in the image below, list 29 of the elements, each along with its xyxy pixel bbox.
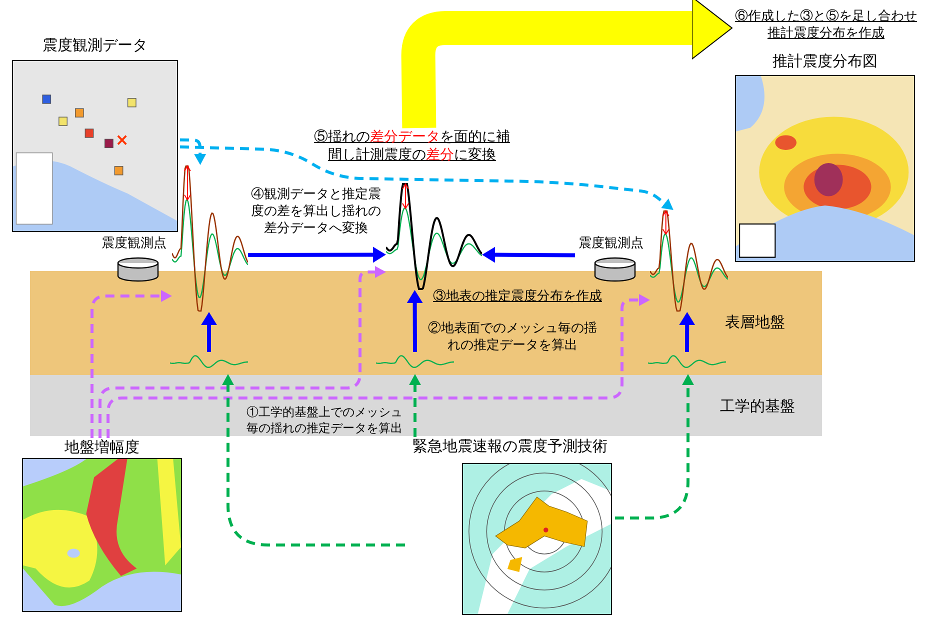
station-label: 震度観測点 [578,236,644,252]
step-text: ②地表面でのメッシュ毎の揺れの推定データを算出 [425,320,600,358]
arrow [180,138,206,165]
arrow [106,294,650,438]
step-text: ④観測データと推定震度の差を算出し揺れの差分データへ変換 [249,186,383,240]
step-text: ⑤揺れの差分データを面的に補間し計測震度の差分に変換 [312,128,512,170]
ground-layer [30,271,822,375]
arrow [222,374,405,546]
arrow [98,266,386,438]
step-text: ①工学的基盤上でのメッシュ毎の揺れの推定データを算出 [242,404,407,436]
arrow [409,374,421,437]
arrow [90,290,172,438]
arrow [406,290,423,352]
map-title: 緊急地震速報の震度予測技術 [412,437,608,456]
ground-layer [30,375,822,436]
map-title: 地盤増幅度 [64,438,140,457]
step-text: ⑥作成した③と⑤を足し合わせ推計震度分布を作成 [732,8,920,48]
layer-label: 工学的基盤 [720,397,795,416]
arrow [201,312,217,352]
layer-label: 表層地盤 [725,313,785,332]
station-label: 震度観測点 [100,236,168,252]
arrow [615,374,694,520]
step-text: ③地表の推定震度分布を作成 [425,288,610,308]
arrow [180,145,674,210]
map-title: 推計震度分布図 [772,52,878,71]
map-title: 震度観測データ [42,36,148,55]
arrow [679,312,696,352]
arrow [482,246,575,263]
arrow [248,246,386,263]
